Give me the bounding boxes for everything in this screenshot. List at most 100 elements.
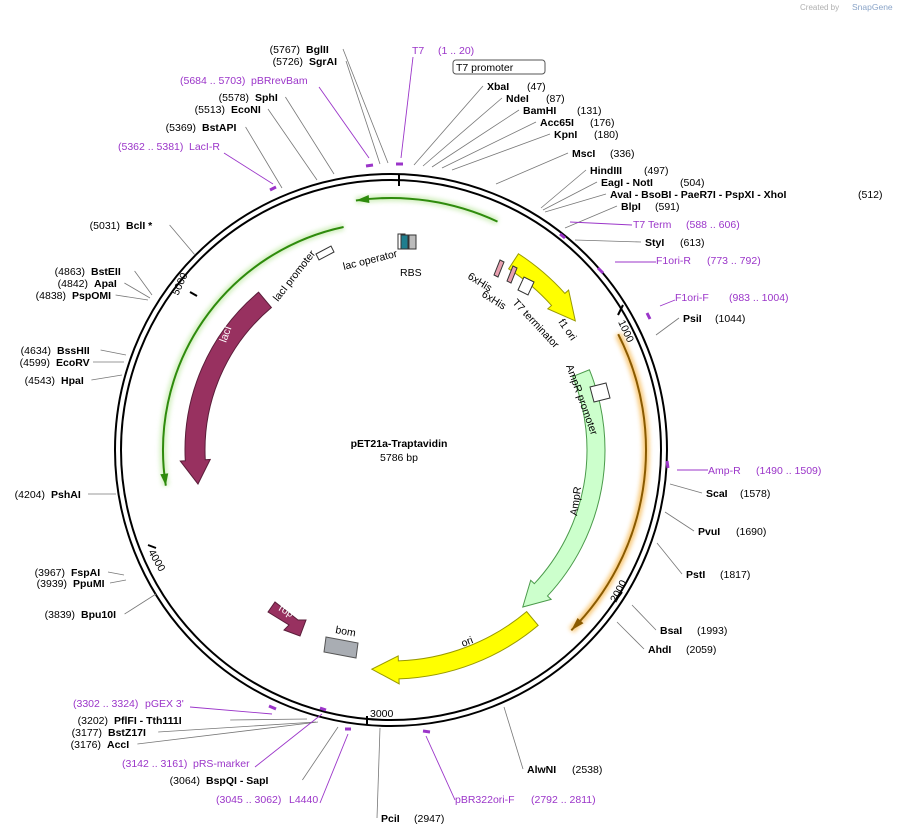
site-name[interactable]: BsaI: [660, 625, 682, 637]
primer-name[interactable]: LacI-R: [189, 141, 220, 153]
feature-orange-arc-head: [571, 617, 584, 631]
primer-name[interactable]: Amp-R: [708, 465, 741, 477]
site-name[interactable]: BglII: [306, 44, 329, 56]
site-name[interactable]: AhdI: [648, 644, 671, 656]
site-name[interactable]: BspQI - SapI: [206, 775, 269, 787]
site-name[interactable]: PsiI: [683, 313, 702, 325]
primer-marker[interactable]: [665, 460, 670, 469]
site-position: (1690): [736, 526, 766, 538]
site-name[interactable]: AvaI - BsoBI - PaeR7I - PspXI - XhoI: [610, 189, 786, 201]
feature-ampr[interactable]: [522, 369, 606, 608]
site-leader: [137, 721, 319, 745]
site-position: (4599): [20, 357, 50, 369]
site-position: (5726): [273, 56, 303, 68]
site-name[interactable]: HindIII: [590, 165, 622, 177]
site-name[interactable]: KpnI: [554, 129, 577, 141]
feature-rbs-grey-box[interactable]: [408, 234, 417, 250]
site-name[interactable]: BstEII: [91, 266, 121, 278]
feature-ampr-promoter-block[interactable]: [589, 382, 611, 403]
site-name[interactable]: AccI: [107, 739, 129, 751]
site-name[interactable]: XbaI: [487, 81, 509, 93]
feature-label-bom: bom: [334, 624, 356, 639]
site-leader: [631, 604, 657, 631]
primer-name[interactable]: F1ori-F: [675, 292, 709, 304]
feature-t7-terminator-block[interactable]: [517, 276, 535, 296]
primer-marker[interactable]: [596, 266, 605, 275]
site-leader: [285, 96, 335, 175]
primer-name[interactable]: T7 Term: [633, 219, 672, 231]
primer-name[interactable]: pGEX 3': [145, 698, 184, 710]
feature-laci[interactable]: [179, 291, 273, 485]
primer-marker[interactable]: [268, 704, 277, 711]
feature-ori[interactable]: [370, 610, 539, 685]
site-leader: [655, 317, 680, 336]
primer-marker[interactable]: [319, 706, 327, 712]
site-name[interactable]: PstI: [686, 569, 705, 581]
credit-snapgene[interactable]: SnapGene: [852, 2, 893, 12]
site-name[interactable]: PpuMI: [73, 578, 105, 590]
feature-bom-block[interactable]: [323, 636, 359, 659]
site-name[interactable]: BstAPI: [202, 122, 237, 134]
site-name[interactable]: PspOMI: [72, 290, 111, 302]
site-name[interactable]: PciI: [381, 813, 400, 825]
t7-promoter-box[interactable]: [452, 59, 546, 75]
site-name[interactable]: EcoNI: [231, 104, 261, 116]
site-name[interactable]: StyI: [645, 237, 664, 249]
site-leader: [115, 294, 149, 301]
feature-f1-ori[interactable]: [507, 253, 577, 322]
site-name[interactable]: EagI - NotI: [601, 177, 653, 189]
primer-marker[interactable]: [365, 163, 374, 168]
feature-his1-block[interactable]: [493, 259, 505, 278]
site-name[interactable]: ScaI: [706, 488, 728, 500]
primer-marker[interactable]: [559, 232, 566, 240]
plasmid-size: 5786 bp: [380, 452, 418, 464]
primer-name[interactable]: T7: [412, 45, 424, 57]
primer-name[interactable]: pBR322ori-F: [455, 794, 515, 806]
site-leader: [169, 224, 196, 256]
feature-rop-arrow[interactable]: [267, 601, 307, 637]
site-name[interactable]: BssHII: [57, 345, 90, 357]
site-name[interactable]: BlpI: [621, 201, 641, 213]
primer-marker[interactable]: [422, 729, 431, 734]
primer-marker[interactable]: [269, 185, 277, 192]
primer-name[interactable]: pRS-marker: [193, 758, 250, 770]
site-name[interactable]: MscI: [572, 148, 595, 160]
primer-range: (5684 .. 5703): [180, 75, 245, 87]
site-leader: [441, 121, 537, 169]
site-leader: [656, 542, 683, 575]
site-name[interactable]: NdeI: [506, 93, 529, 105]
site-name[interactable]: PvuI: [698, 526, 720, 538]
site-position: (3202): [78, 715, 108, 727]
site-position: (613): [680, 237, 705, 249]
site-name[interactable]: SgrAI: [309, 56, 337, 68]
site-name[interactable]: ApaI: [94, 278, 117, 290]
site-leader: [574, 239, 642, 243]
site-name[interactable]: BstZ17I: [108, 727, 146, 739]
site-name[interactable]: FspAI: [71, 567, 100, 579]
feature-his2-block[interactable]: [506, 265, 518, 284]
primer-name[interactable]: pBRrevBam: [251, 75, 308, 87]
feature-orange-arc[interactable]: [570, 333, 647, 632]
feature-lacI-promoter-block[interactable]: [315, 245, 335, 261]
primer-name[interactable]: L4440: [289, 794, 318, 806]
site-name[interactable]: EcoRV: [56, 357, 90, 369]
t7-promoter-label: T7 promoter: [456, 62, 514, 74]
site-name[interactable]: BamHI: [523, 105, 556, 117]
primer-leader: [223, 152, 274, 185]
site-name[interactable]: PflFI - Tth111I: [114, 715, 182, 727]
primer-name[interactable]: F1ori-R: [656, 255, 691, 267]
feature-lacI-promoter-arc[interactable]: [162, 226, 344, 486]
site-position: (87): [546, 93, 565, 105]
site-name[interactable]: Acc65I: [540, 117, 574, 129]
site-name[interactable]: BclI *: [126, 220, 153, 232]
site-name[interactable]: PshAI: [51, 489, 81, 501]
site-name[interactable]: HpaI: [61, 375, 84, 387]
site-name[interactable]: AlwNI: [527, 764, 556, 776]
feature-top-green-arc[interactable]: [355, 197, 498, 223]
primer-marker[interactable]: [645, 312, 652, 320]
site-leader: [100, 349, 127, 356]
site-name[interactable]: Bpu10I: [81, 609, 116, 621]
feature-rbs-box[interactable]: [400, 234, 409, 250]
site-position: (2947): [414, 813, 444, 825]
site-name[interactable]: SphI: [255, 92, 278, 104]
